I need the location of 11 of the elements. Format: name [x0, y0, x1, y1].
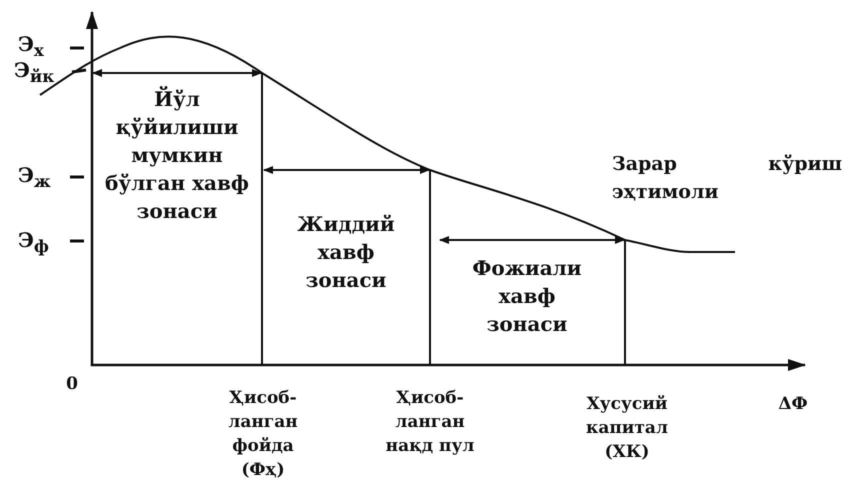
curve-label: Зарар кўриш эҳтимоли [612, 152, 842, 205]
zone-label: Жиддий хавф зонаси [296, 211, 396, 294]
axis-label: 0 [65, 373, 79, 396]
axis-label: Э$_{ф}$ [18, 228, 50, 258]
axis-label: ΔФ [777, 393, 809, 416]
zone-label: Фожиали хавф зонаси [472, 255, 582, 338]
zone-label: Йўл қўйилиши мумкин бўлган хавф зонаси [104, 85, 250, 225]
axis-label: Хусусий капитал (ХК) [585, 393, 669, 464]
axis-label: Ҳисоб-ланган нақд пул [384, 387, 476, 458]
axis-label: Э$_{ж}$ [18, 163, 52, 193]
axis-label: Ҳисоб-ланган фойда (Фҳ) [227, 387, 299, 482]
